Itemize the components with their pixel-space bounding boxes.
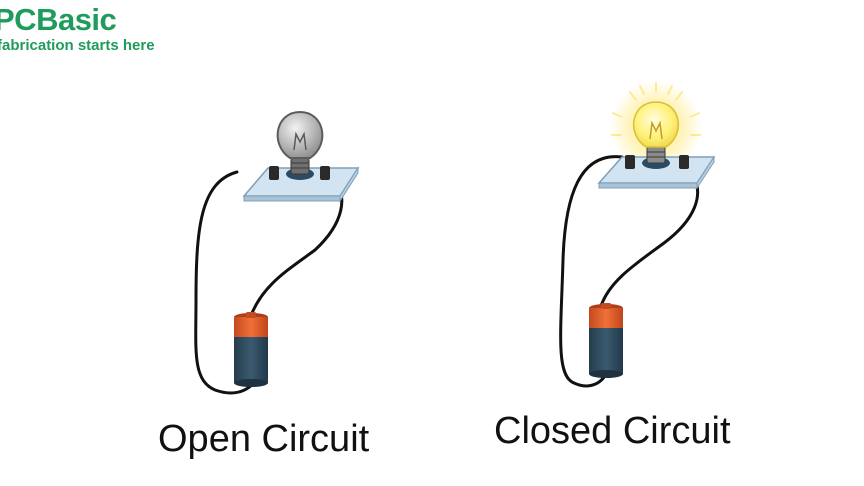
closed-circuit-label: Closed Circuit [494,410,731,452]
glow-rays [611,82,701,136]
closed-circuit [559,81,716,388]
closed-battery-icon [589,303,623,378]
closed-wire-right [599,168,700,308]
brand-name: PCBasic [0,2,117,37]
closed-bulb-icon [632,101,680,164]
brand-tagline: fabrication starts here [0,37,155,54]
closed-wire-left [559,155,624,388]
open-wire-left [194,170,257,395]
open-battery-icon [234,312,268,387]
open-circuit [194,110,360,395]
open-bulb-icon [276,110,324,175]
brand-logo: PCBasic fabrication starts here [0,0,200,60]
open-circuit-label: Open Circuit [158,418,370,460]
